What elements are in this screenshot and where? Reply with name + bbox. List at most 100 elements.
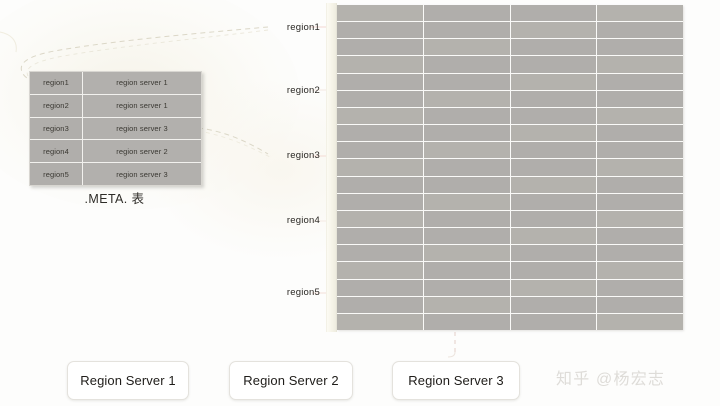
region-grid-cell — [510, 279, 598, 296]
region-grid-row — [337, 262, 683, 280]
region-grid-cell — [337, 125, 424, 142]
region-grid-cell — [510, 193, 598, 210]
table-row: region4 region server 2 — [30, 140, 201, 164]
meta-server-cell: region server 2 — [83, 140, 201, 163]
region-grid-cell — [597, 107, 683, 125]
region-grid-cell — [337, 5, 424, 22]
region-grid-cell — [423, 245, 511, 262]
region-grid-row — [337, 56, 683, 74]
region-label-5: region5 — [286, 287, 320, 298]
region-grid-row — [337, 296, 683, 314]
region-grid-cell — [337, 90, 424, 107]
region-grid-cell — [337, 296, 424, 313]
region-grid-row — [337, 39, 683, 57]
region-grid-cell — [423, 39, 511, 56]
region-grid-cell — [510, 228, 598, 245]
region-grid-cell — [510, 296, 598, 313]
region-label-4: region4 — [286, 215, 320, 226]
region-grid-cell — [337, 142, 424, 159]
meta-server-cell: region server 1 — [83, 72, 201, 94]
meta-table-caption: .META. 表 — [84, 192, 145, 206]
region-grid-cell — [423, 193, 511, 210]
region-grid-row — [337, 176, 683, 194]
region-grid-cell — [597, 193, 683, 210]
region-grid-row — [337, 228, 683, 246]
region-grid-cell — [510, 245, 598, 262]
region-grid-cell — [597, 296, 683, 313]
region-grid-cell — [423, 176, 511, 193]
region-grid-cell — [510, 107, 598, 125]
region-grid-cell — [510, 5, 598, 22]
table-row: region5 region server 3 — [30, 163, 201, 185]
region-grid-cell — [423, 159, 511, 176]
region-label-2: region2 — [286, 85, 320, 96]
grid-spine — [326, 3, 337, 332]
region-grid-row — [337, 125, 683, 143]
table-row: region3 region server 3 — [30, 117, 201, 141]
region-grid-cell — [337, 262, 424, 279]
region-grid-cell — [337, 279, 424, 296]
region-grid-cell — [423, 279, 511, 296]
region-grid-cell — [337, 313, 424, 330]
region-grid-cell — [597, 210, 683, 228]
region-server-box-2[interactable]: Region Server 2 — [229, 361, 353, 400]
region-grid-cell — [597, 279, 683, 296]
meta-server-cell: region server 1 — [83, 94, 201, 117]
region-grid-cell — [510, 22, 598, 39]
region-grid-cell — [337, 107, 424, 125]
region-grid-cell — [337, 159, 424, 176]
region-grid-cell — [423, 210, 511, 228]
region-grid-cell — [510, 39, 598, 56]
region-grid — [337, 5, 683, 330]
table-row: region2 region server 1 — [30, 94, 201, 118]
meta-region-cell: region2 — [30, 94, 83, 117]
region-server-box-1[interactable]: Region Server 1 — [67, 361, 189, 400]
region-grid-cell — [510, 159, 598, 176]
region-grid-cell — [423, 262, 511, 279]
region-grid-cell — [510, 176, 598, 193]
region-grid-row — [337, 313, 683, 330]
region-grid-cell — [597, 228, 683, 245]
region-grid-cell — [423, 5, 511, 22]
region-grid-cell — [510, 125, 598, 142]
region-grid-cell — [337, 245, 424, 262]
region-grid-cell — [337, 22, 424, 39]
region-grid-cell — [597, 39, 683, 56]
meta-region-cell: region3 — [30, 117, 83, 140]
region-label-1: region1 — [286, 22, 320, 33]
region-grid-row — [337, 279, 683, 297]
region-grid-row — [337, 22, 683, 40]
table-row: region1 region server 1 — [30, 72, 201, 95]
region-grid-cell — [597, 125, 683, 142]
region-grid-cell — [423, 107, 511, 125]
region-grid-cell — [337, 56, 424, 73]
region-grid-cell — [423, 22, 511, 39]
meta-table: region1 region server 1 region2 region s… — [29, 71, 202, 186]
region-grid-cell — [510, 142, 598, 159]
region-grid-row — [337, 159, 683, 177]
meta-region-cell: region4 — [30, 140, 83, 163]
region-grid-cell — [597, 56, 683, 73]
region-server-box-3[interactable]: Region Server 3 — [392, 361, 520, 400]
region-grid-cell — [337, 228, 424, 245]
meta-server-cell: region server 3 — [83, 117, 201, 140]
region-grid-cell — [423, 313, 511, 330]
region-grid-cell — [423, 125, 511, 142]
region-grid-cell — [597, 245, 683, 262]
region-grid-cell — [423, 142, 511, 159]
region-grid-row — [337, 142, 683, 160]
region-grid-cell — [597, 22, 683, 39]
region-grid-cell — [510, 56, 598, 73]
region-grid-cell — [597, 313, 683, 330]
region-grid-cell — [423, 73, 511, 90]
region-grid-cell — [423, 56, 511, 73]
region-grid-cell — [337, 39, 424, 56]
region-grid-cell — [423, 90, 511, 107]
region-grid-cell — [510, 90, 598, 107]
region-grid-cell — [337, 176, 424, 193]
watermark: 知乎 @杨宏志 — [556, 371, 666, 388]
region-grid-cell — [423, 296, 511, 313]
region-grid-cell — [597, 142, 683, 159]
region-grid-cell — [597, 262, 683, 279]
region-grid-cell — [597, 90, 683, 107]
